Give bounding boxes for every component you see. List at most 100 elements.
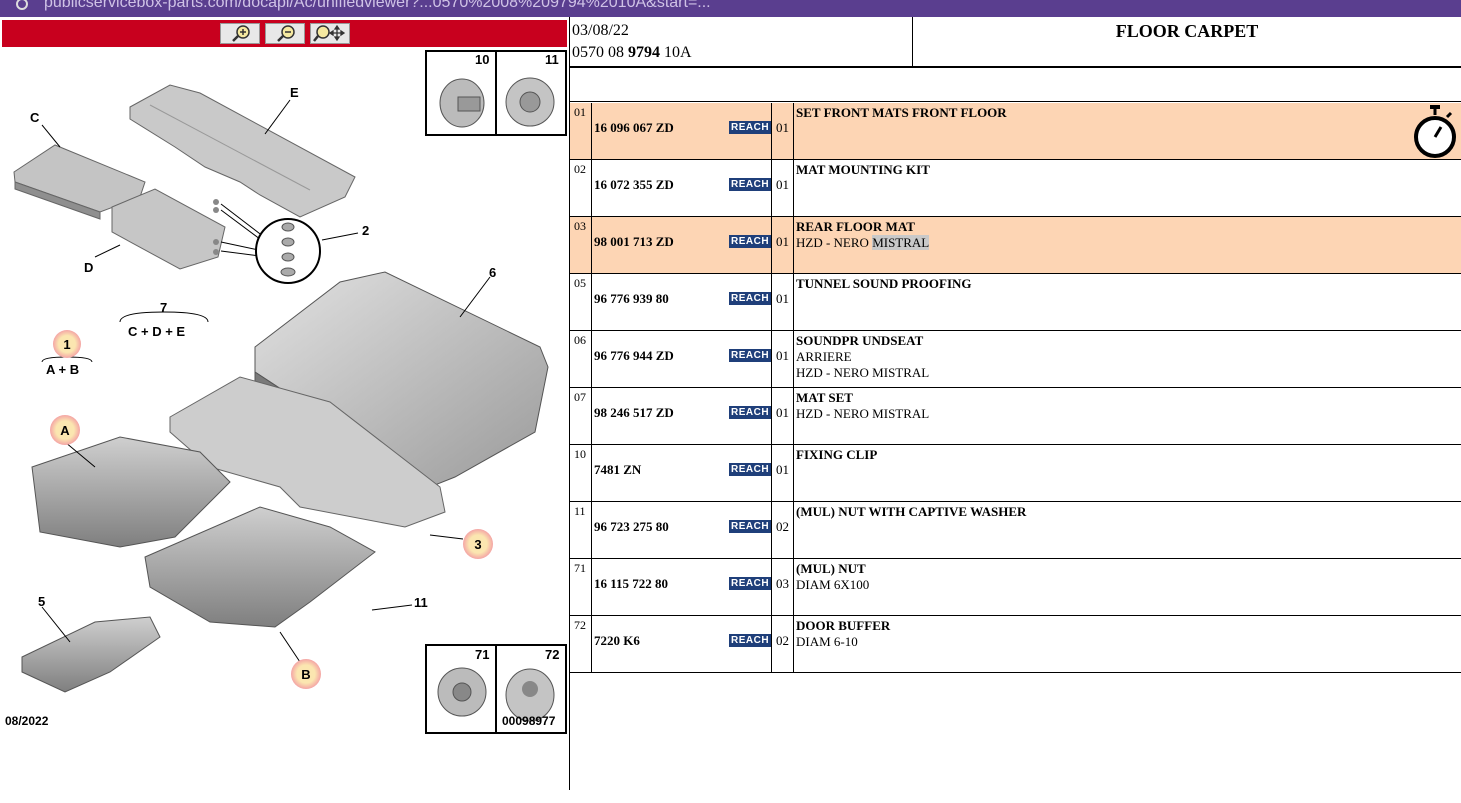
zoom-in-icon (232, 25, 250, 42)
zoom-out-icon (277, 25, 295, 42)
url-text[interactable]: publicservicebox-parts.com/docapi/Ac/uni… (44, 0, 711, 11)
description-line: DIAM 6X100 (796, 577, 870, 592)
part-number-link[interactable]: 98 246 517 ZD (594, 405, 674, 420)
part-number-link[interactable]: 96 776 944 ZD (594, 348, 674, 363)
quantity: 01 (776, 120, 789, 135)
page-title: FLOOR CARPET (1115, 21, 1259, 41)
ref-number: 07 (570, 388, 592, 444)
inset-top: 10 11 (425, 50, 567, 136)
diagram-date: 08/2022 (5, 714, 49, 728)
diagram-panel: C E D 2 6 7 C + D + E A + B 5 11 1 A 3 B… (0, 17, 569, 803)
ref-number: 06 (570, 331, 592, 387)
mat-e[interactable] (129, 84, 356, 218)
quantity: 01 (776, 405, 789, 420)
reach-badge[interactable]: REACH (729, 463, 772, 476)
table-row[interactable]: 06 96 776 944 ZD REACH 01 SOUNDPR UNDSEA… (570, 331, 1461, 388)
table-row[interactable]: 07 98 246 517 ZD REACH 01 MAT SET HZD - … (570, 388, 1461, 445)
description-title: (MUL) NUT WITH CAPTIVE WASHER (796, 504, 1027, 519)
reach-badge[interactable]: REACH (729, 520, 772, 533)
front-mat-a[interactable] (31, 436, 231, 548)
description-title: (MUL) NUT (796, 561, 866, 576)
table-row[interactable]: 71 16 115 722 80 REACH 03 (MUL) NUT DIAM… (570, 559, 1461, 616)
inset-label-10: 10 (475, 52, 489, 67)
reach-badge[interactable]: REACH (729, 349, 772, 362)
reach-badge[interactable]: REACH (729, 235, 772, 248)
description-title: SOUNDPR UNDSEAT (796, 333, 924, 348)
description-title: MAT MOUNTING KIT (796, 162, 930, 177)
part-number-link[interactable]: 7481 ZN (594, 462, 642, 477)
exploded-parts-diagram: C E D 2 6 7 C + D + E A + B 5 11 1 A 3 B… (13, 50, 567, 734)
quantity: 01 (776, 348, 789, 363)
zoom-move-button[interactable] (310, 23, 350, 44)
table-row[interactable]: 10 7481 ZN REACH 01 FIXING CLIP (570, 445, 1461, 502)
mat-d[interactable] (111, 188, 226, 270)
zoom-move-icon (313, 24, 346, 42)
panel-divider (569, 17, 570, 790)
table-row[interactable]: 11 96 723 275 80 REACH 02 (MUL) NUT WITH… (570, 502, 1461, 559)
description-title: MAT SET (796, 390, 853, 405)
header-code-pre: 0570 08 (572, 44, 628, 61)
reach-badge[interactable]: REACH (729, 577, 772, 590)
front-mat-b[interactable] (144, 506, 376, 628)
quantity: 03 (776, 576, 789, 591)
label-c: C (30, 110, 40, 125)
reach-badge[interactable]: REACH (729, 634, 772, 647)
label-e: E (290, 85, 299, 100)
ref-number: 11 (570, 502, 592, 558)
quantity: 01 (776, 177, 789, 192)
mat-c[interactable] (13, 144, 146, 220)
part-number-link[interactable]: 96 776 939 80 (594, 291, 669, 306)
header-code-bold: 9794 (628, 44, 660, 61)
zoom-in-button[interactable] (220, 23, 260, 44)
table-row[interactable]: 01 16 096 067 ZD REACH 01 SET FRONT MATS… (570, 103, 1461, 160)
ref-number: 02 (570, 160, 592, 216)
label-7: 7 (160, 300, 167, 315)
part-number-link[interactable]: 16 072 355 ZD (594, 177, 674, 192)
description: TUNNEL SOUND PROOFING (796, 276, 972, 292)
description-line: ARRIERE (796, 349, 852, 364)
table-row[interactable]: 03 98 001 713 ZD REACH 01 REAR FLOOR MAT… (570, 217, 1461, 274)
part-number-link[interactable]: 96 723 275 80 (594, 519, 669, 534)
ref-number: 05 (570, 274, 592, 330)
tunnel-soundproofing-5[interactable] (21, 616, 161, 693)
reach-badge[interactable]: REACH (729, 178, 772, 191)
inset-label-71: 71 (475, 647, 489, 662)
column-divider (793, 274, 794, 330)
label-d: D (84, 260, 93, 275)
description-line: HZD - NERO MISTRAL (796, 235, 930, 250)
part-cell: 7220 K6 REACH (593, 616, 772, 672)
part-cell: 96 776 939 80 REACH (593, 274, 772, 330)
header-gap-line (570, 101, 1461, 102)
quantity: 01 (776, 462, 789, 477)
inset-bottom: 71 72 (425, 644, 567, 734)
column-divider (793, 559, 794, 615)
part-number-link[interactable]: 16 115 722 80 (594, 576, 669, 591)
header-code-post: 10A (660, 44, 692, 61)
column-divider (793, 388, 794, 444)
column-divider (793, 217, 794, 273)
reach-badge[interactable]: REACH (729, 121, 772, 134)
parts-table: 01 16 096 067 ZD REACH 01 SET FRONT MATS… (570, 103, 1461, 673)
table-row[interactable]: 05 96 776 939 80 REACH 01 TUNNEL SOUND P… (570, 274, 1461, 331)
part-number-link[interactable]: 16 096 067 ZD (594, 120, 674, 135)
part-cell: 98 001 713 ZD REACH (593, 217, 772, 273)
part-number-link[interactable]: 7220 K6 (594, 633, 640, 648)
zoom-out-button[interactable] (265, 23, 305, 44)
column-divider (793, 103, 794, 159)
table-row[interactable]: 02 16 072 355 ZD REACH 01 MAT MOUNTING K… (570, 160, 1461, 217)
reach-badge[interactable]: REACH (729, 292, 772, 305)
description-title: SET FRONT MATS FRONT FLOOR (796, 105, 1007, 120)
browser-address-bar[interactable]: publicservicebox-parts.com/docapi/Ac/uni… (0, 0, 1461, 17)
column-divider (793, 160, 794, 216)
table-row[interactable]: 72 7220 K6 REACH 02 DOOR BUFFER DIAM 6-1… (570, 616, 1461, 673)
inset-label-11: 11 (545, 52, 559, 67)
stopwatch-icon[interactable] (1413, 105, 1457, 159)
site-info-icon[interactable] (16, 0, 28, 10)
part-number-link[interactable]: 98 001 713 ZD (594, 234, 674, 249)
reach-badge[interactable]: REACH (729, 406, 772, 419)
badge-1: 1 (63, 337, 70, 352)
part-cell: 16 072 355 ZD REACH (593, 160, 772, 216)
description-line: HZD - NERO MISTRAL (796, 406, 930, 421)
ref-number: 72 (570, 616, 592, 672)
description-title: REAR FLOOR MAT (796, 219, 915, 234)
